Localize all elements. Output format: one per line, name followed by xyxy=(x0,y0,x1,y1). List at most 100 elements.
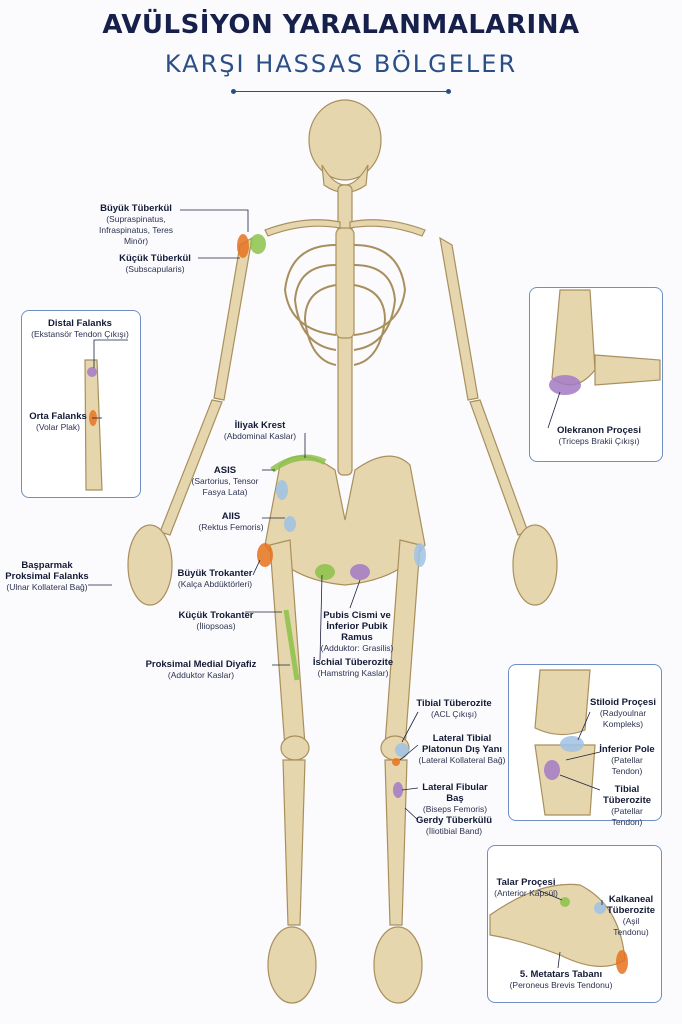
patella-left xyxy=(280,735,310,761)
hand-left xyxy=(127,524,173,606)
label-sub: (Abdominal Kaslar) xyxy=(223,431,297,441)
label-sub: (Lateral Kollateral Bağ) xyxy=(418,755,506,765)
label-kucuk-trokanter: Küçük Trokanter (İliopsoas) xyxy=(176,610,256,632)
label-kalkaneal: Kalkaneal Tüberozite (Aşil Tendonu) xyxy=(604,894,658,938)
label-sub: (Ulnar Kollateral Bağ) xyxy=(6,582,88,592)
label-sub: (Anterior Kapsül) xyxy=(494,888,558,898)
label-title: Olekranon Proçesi xyxy=(557,425,641,436)
label-sub: (Adduktor: Grasilis) xyxy=(320,643,394,653)
label-title: Proksimal Medial Diyafiz xyxy=(145,659,257,670)
finger-inset-panel xyxy=(21,310,141,498)
label-buyuk-trokanter: Büyük Trokanter (Kalça Abdüktörleri) xyxy=(170,568,260,590)
label-title: AIIS xyxy=(221,511,241,522)
title-rule xyxy=(234,91,448,92)
label-metatars: 5. Metatars Tabanı (Peroneus Brevis Tend… xyxy=(508,969,614,991)
label-title: ASIS xyxy=(213,465,237,476)
label-title: Gerdy Tüberkülü xyxy=(415,815,492,826)
label-sub: (Biseps Femoris) xyxy=(422,804,488,814)
humerus-left xyxy=(213,236,253,401)
skull xyxy=(308,99,382,181)
highlight-zones xyxy=(87,234,628,974)
label-kucuk-tuberkul: Küçük Tüberkül (Subscapularis) xyxy=(110,253,200,275)
label-title: Küçük Tüberkül xyxy=(119,253,191,264)
tibia-left xyxy=(282,759,306,926)
label-sub: (Ekstansör Tendon Çıkışı) xyxy=(31,329,129,339)
label-title: İliyak Krest xyxy=(234,420,286,431)
tibia-right xyxy=(384,759,408,926)
label-title: Tibial Tüberozite xyxy=(416,698,492,709)
poster-title: AVÜLSİYON YARALANMALARINA xyxy=(102,10,580,40)
label-tibial-tuberozite: Tibial Tüberozite (ACL Çıkışı) xyxy=(410,698,498,720)
label-sub: (Triceps Brakii Çıkışı) xyxy=(558,436,640,446)
knee-inset-femur xyxy=(534,669,591,736)
label-orta-falanks: Orta Falanks (Volar Plak) xyxy=(24,411,92,433)
clavicle-left xyxy=(264,219,341,237)
label-sub: (Supraspinatus, Infraspinatus, Teres Min… xyxy=(98,214,174,246)
label-aiis: AIIS (Rektus Femoris) xyxy=(196,511,266,533)
label-title: Büyük Trokanter xyxy=(177,568,253,579)
label-title: Küçük Trokanter xyxy=(178,610,254,621)
label-iliyak-krest: İliyak Krest (Abdominal Kaslar) xyxy=(210,420,310,442)
label-lateral-fibular: Lateral Fibular Baş (Biseps Femoris) xyxy=(414,782,496,815)
label-sub: (Aşil Tendonu) xyxy=(613,916,649,937)
label-sub: (Rektus Femoris) xyxy=(198,522,264,532)
label-title: Distal Falanks xyxy=(48,318,112,329)
label-pubis: Pubis Cismi ve İnferior Pubik Ramus (Add… xyxy=(312,610,402,654)
label-ischial: İschial Tüberozite (Hamstring Kaslar) xyxy=(310,657,396,679)
label-talar: Talar Proçesi (Anterior Kapsül) xyxy=(490,877,562,899)
label-basparmak: Başparmak Proksimal Falanks (Ulnar Kolla… xyxy=(2,560,92,593)
label-sub: (Patellar Tendon) xyxy=(611,806,643,827)
label-title: İnferior Pole xyxy=(599,744,655,755)
label-gerdy: Gerdy Tüberkülü (İliotibial Band) xyxy=(414,815,494,837)
label-title: Lateral Fibular Baş xyxy=(422,782,488,804)
leader-lines xyxy=(88,209,603,969)
jaw xyxy=(321,164,369,194)
forearm-right xyxy=(469,399,529,536)
label-sub: (İliotibial Band) xyxy=(425,826,483,836)
elbow-inset-humerus xyxy=(551,289,596,386)
elbow-inset-forearm xyxy=(594,354,661,386)
label-title: Lateral Tibial Platonun Dış Yanı xyxy=(421,733,503,755)
label-title: Büyük Tüberkül xyxy=(100,203,172,214)
label-asis: ASIS (Sartorius, Tensor Fasya Lata) xyxy=(185,465,265,498)
hand-right xyxy=(512,524,558,606)
label-sub: (Volar Plak) xyxy=(36,422,80,432)
humerus-right xyxy=(439,236,479,401)
title-rule-dot-left xyxy=(231,89,236,94)
label-tibial-tuberozite-2: Tibial Tüberozite (Patellar Tendon) xyxy=(596,784,658,828)
label-distal-falanks: Distal Falanks (Ekstansör Tendon Çıkışı) xyxy=(26,318,134,340)
label-lateral-tibial: Lateral Tibial Platonun Dış Yanı (Latera… xyxy=(414,733,510,766)
label-sub: (ACL Çıkışı) xyxy=(431,709,477,719)
clavicle-right xyxy=(349,219,426,237)
forearm-left xyxy=(159,399,223,536)
label-inferior-pole: İnferior Pole (Patellar Tendon) xyxy=(596,744,658,777)
ribcage xyxy=(283,244,407,366)
foot-left xyxy=(267,926,317,1004)
sternum xyxy=(335,227,355,339)
label-title: Kalkaneal Tüberozite xyxy=(606,894,656,916)
label-sub: (Adduktor Kaslar) xyxy=(167,670,235,680)
title-rule-dot-right xyxy=(446,89,451,94)
label-title: Stiloid Proçesi xyxy=(590,697,656,708)
label-title: 5. Metatars Tabanı xyxy=(519,969,603,980)
label-sub: (Peroneus Brevis Tendonu) xyxy=(509,980,613,990)
label-sub: (Patellar Tendon) xyxy=(611,755,643,776)
label-title: İschial Tüberozite xyxy=(312,657,394,668)
foot-right xyxy=(373,926,423,1004)
label-title: Pubis Cismi ve İnferior Pubik Ramus xyxy=(323,610,391,643)
label-sub: (Kalça Abdüktörleri) xyxy=(177,579,253,589)
label-sub: (Radyoulnar Kompleks) xyxy=(599,708,647,729)
label-olekranon: Olekranon Proçesi (Triceps Brakii Çıkışı… xyxy=(542,425,656,447)
label-sub: (İliopsoas) xyxy=(196,621,236,631)
label-title: Tibial Tüberozite xyxy=(602,784,652,806)
label-title: Orta Falanks xyxy=(29,411,87,422)
poster-subtitle: KARŞI HASSAS BÖLGELER xyxy=(164,50,518,78)
label-buyuk-tuberkul: Büyük Tüberkül (Supraspinatus, Infraspin… xyxy=(86,203,186,247)
label-title: Başparmak Proksimal Falanks xyxy=(5,560,89,582)
label-proksimal-medial: Proksimal Medial Diyafiz (Adduktor Kasla… xyxy=(136,659,266,681)
label-title: Talar Proçesi xyxy=(496,877,556,888)
label-sub: (Hamstring Kaslar) xyxy=(317,668,389,678)
label-stiloid: Stiloid Proçesi (Radyoulnar Kompleks) xyxy=(588,697,658,730)
label-sub: (Sartorius, Tensor Fasya Lata) xyxy=(191,476,259,497)
